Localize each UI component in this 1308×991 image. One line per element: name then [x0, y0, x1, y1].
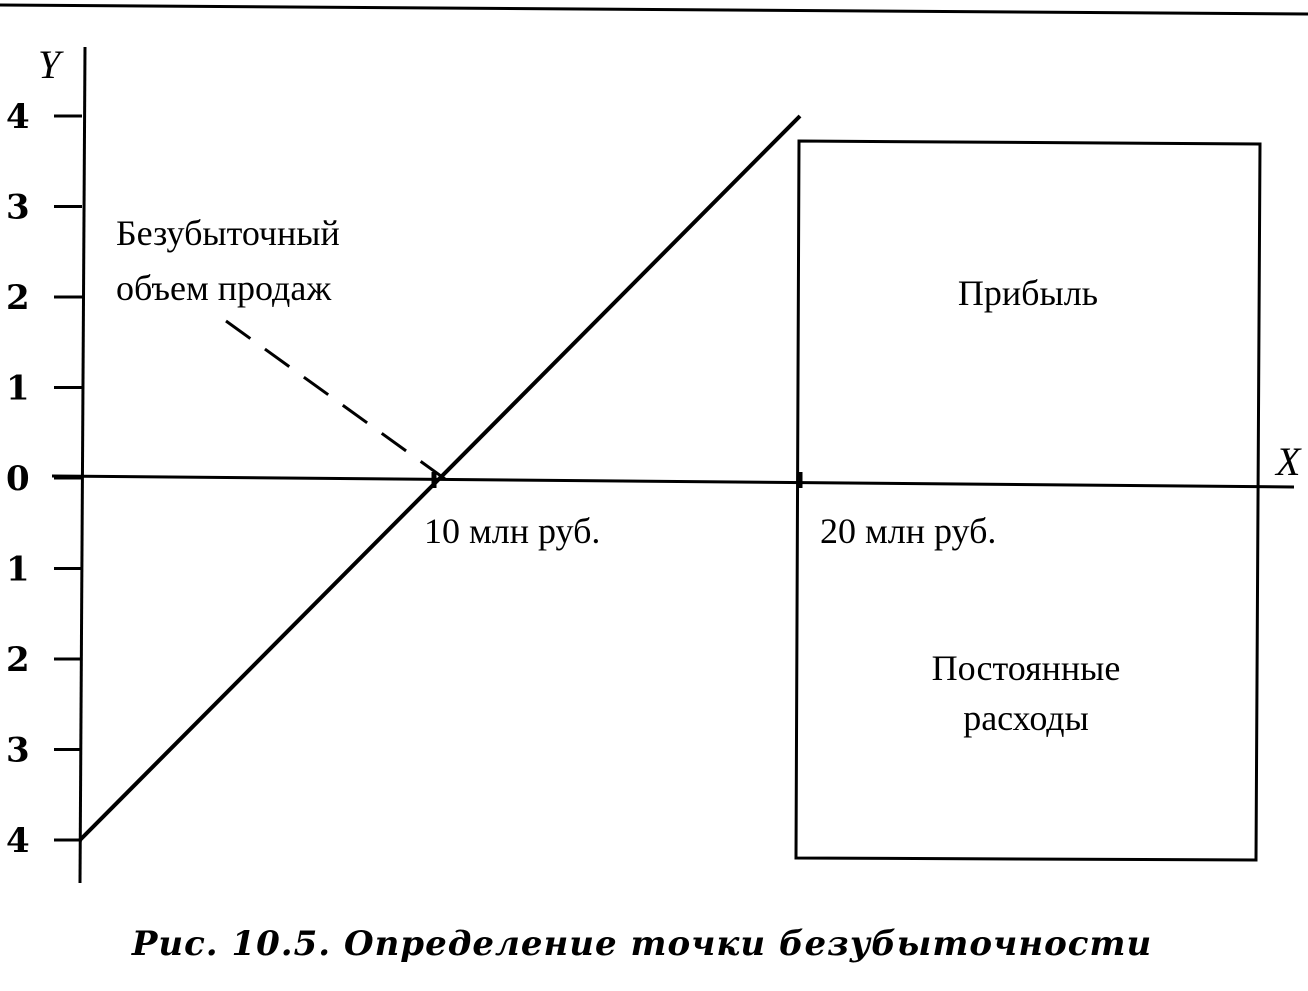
series-layer — [78, 114, 802, 842]
x-axis-label: X — [1274, 439, 1302, 484]
y-tick-label: 3 — [6, 731, 30, 771]
y-tick-label: 0 — [6, 459, 30, 499]
x-axis — [51, 474, 1295, 489]
breakeven-annotation-line1: Безубыточный — [116, 213, 340, 253]
y-ticks: 4 3 2 1 0 1 2 3 4 — [6, 97, 82, 861]
y-tick-label: 1 — [6, 550, 30, 590]
fixed-costs-label-line1: Постоянные — [932, 648, 1121, 688]
fixed-costs-label-line2: расходы — [963, 698, 1089, 738]
y-axis-label: Y — [38, 42, 64, 87]
y-axis — [78, 46, 87, 884]
x-mark-label: 10 млн руб. — [424, 511, 600, 551]
x-mark-label: 20 млн руб. — [820, 511, 996, 551]
page-top-border — [0, 3, 1308, 16]
x-marks: 10 млн руб. 20 млн руб. — [424, 472, 996, 551]
y-tick-label: 4 — [6, 97, 30, 137]
y-tick-label: 3 — [6, 188, 30, 228]
revenue-rectangle — [794, 139, 1262, 862]
y-tick-label: 1 — [6, 369, 30, 409]
breakeven-annotation-line2: объем продаж — [116, 268, 332, 308]
figure-caption: Рис. 10.5. Определение точки безубыточно… — [131, 924, 1152, 964]
series-line — [78, 114, 802, 842]
y-tick-label: 4 — [6, 821, 30, 861]
y-tick-label: 2 — [6, 278, 30, 318]
y-tick-label: 2 — [6, 640, 30, 680]
breakeven-pointer-dashed — [225, 319, 453, 486]
profit-label: Прибыль — [958, 273, 1098, 313]
